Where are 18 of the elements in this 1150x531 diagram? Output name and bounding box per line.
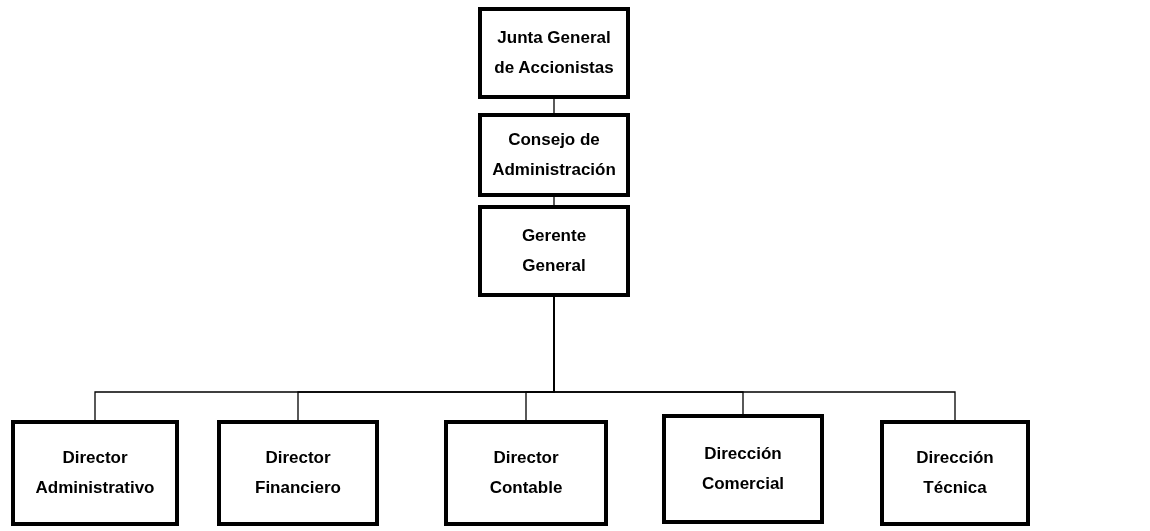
org-box — [217, 420, 379, 526]
connector-line — [553, 196, 555, 206]
org-box — [11, 420, 179, 526]
org-box — [478, 205, 630, 297]
box-title: Director Financiero — [254, 447, 342, 499]
connector-line — [553, 98, 555, 114]
box-title: Consejo de Administración — [491, 129, 617, 181]
org-box — [478, 113, 630, 197]
box-title: Director Contable — [488, 447, 564, 499]
box-title: Dirección Técnica — [915, 447, 995, 499]
org-box — [880, 420, 1030, 526]
box-title: Dirección Comercial — [700, 443, 786, 495]
org-box — [662, 414, 824, 524]
org-box — [444, 420, 608, 526]
org-box — [478, 7, 630, 99]
box-title: Director Administrativo — [34, 447, 156, 499]
box-title: Gerente General — [520, 225, 588, 277]
box-title: Junta General de Accionistas — [493, 27, 615, 79]
